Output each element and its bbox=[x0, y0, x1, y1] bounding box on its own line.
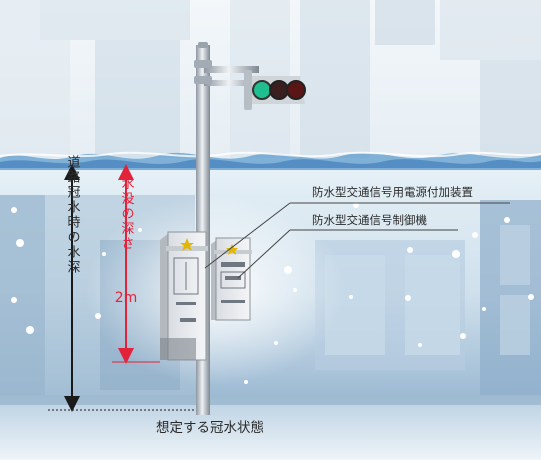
leader-line-power bbox=[204, 202, 291, 269]
water-surface bbox=[0, 151, 541, 170]
road-ground bbox=[0, 395, 541, 460]
leader-line-controller bbox=[237, 229, 291, 279]
label-power-supply-device: 防水型交通信号用電源付加装置 bbox=[312, 185, 473, 199]
label-road-flood-depth: 道路冠水時の水深 bbox=[65, 155, 81, 275]
traffic-light bbox=[244, 70, 306, 110]
green-lamp bbox=[253, 81, 271, 99]
bubbles bbox=[11, 202, 534, 384]
label-controller: 防水型交通信号制御機 bbox=[312, 213, 427, 227]
controller-box bbox=[211, 237, 252, 321]
label-submersion-depth: 水没の深さ bbox=[119, 177, 135, 252]
power-supply-box bbox=[160, 231, 208, 361]
caption: 想定する冠水状態 bbox=[156, 420, 264, 436]
emblem-icon bbox=[226, 244, 238, 255]
label-submersion-value: 2m bbox=[115, 290, 138, 306]
red-lamp bbox=[287, 81, 305, 99]
yellow-lamp bbox=[270, 81, 288, 99]
emblem-icon bbox=[180, 238, 194, 251]
